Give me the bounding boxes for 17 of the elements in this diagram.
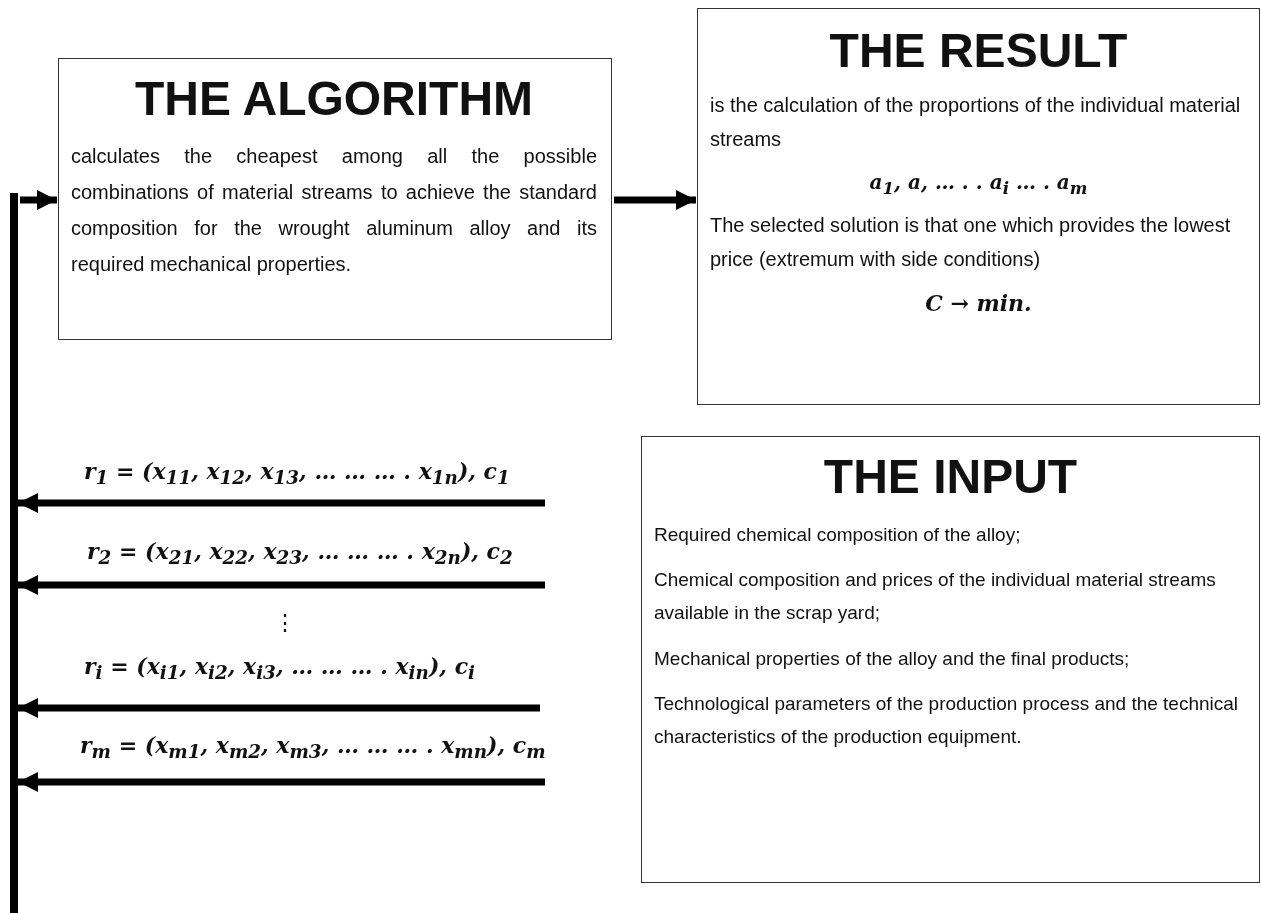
text-box	[58, 58, 612, 340]
text-box	[697, 8, 1260, 405]
text-box	[641, 436, 1260, 883]
box-heading: THE INPUT	[822, 451, 1079, 504]
formula-text: a$_{1}$, a, … . . a$_{i}$ … . a$_{m}$	[868, 169, 1089, 198]
body-text: Required chemical composition of the alloy;	[654, 522, 1022, 547]
body-text: Mechanical properties of the alloy and the final products;	[654, 646, 1131, 671]
vertical-bar	[10, 193, 18, 913]
body-text: Chemical composition and prices of the individual material streams available in the scrap yard;	[654, 568, 1217, 626]
body-text: The selected solution is that one which provides the lowest price (extremum with side conditions)	[710, 212, 1232, 272]
arrow	[614, 190, 696, 210]
ellipsis-dots: ⋮	[274, 610, 296, 636]
box-heading: THE ALGORITHM	[133, 73, 535, 126]
formula-text: C → min.	[924, 289, 1033, 316]
body-text: calculates the cheapest among all the possible combinations of material streams to achieve the standard composition for the wrought aluminum alloy and its required mechanical properties.	[71, 143, 597, 277]
body-text: Technological parameters of the production process and the technical characteristics of the production equipment.	[654, 691, 1240, 750]
box-heading: THE RESULT	[828, 25, 1129, 78]
